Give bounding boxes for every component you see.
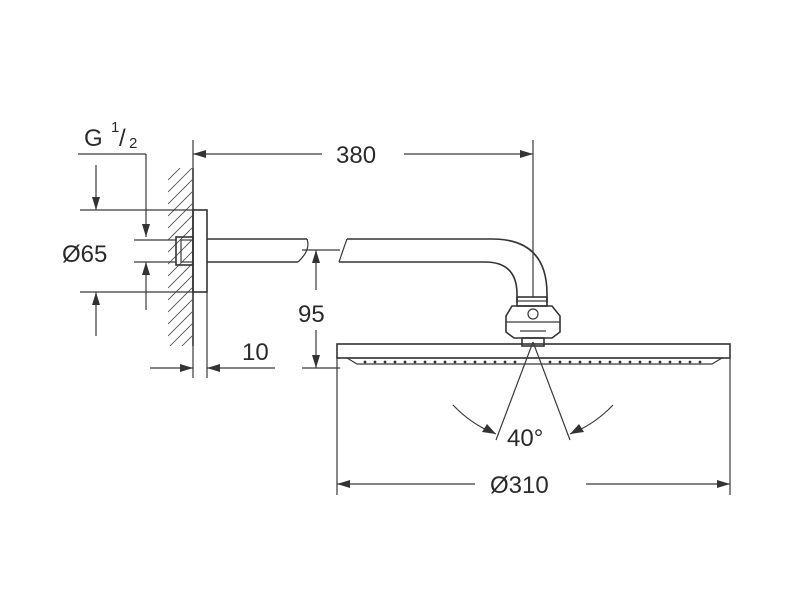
drop-height-label: 95 bbox=[298, 301, 325, 328]
spray-angle-label: 40° bbox=[507, 425, 543, 452]
shower-arm bbox=[207, 238, 548, 303]
wall-offset-label: 10 bbox=[242, 339, 269, 366]
flange-diameter-label: Ø65 bbox=[62, 241, 107, 268]
arm-length-dimension: 380 bbox=[192, 140, 534, 297]
spray-nozzles bbox=[363, 360, 702, 364]
drop-height-dimension: 95 bbox=[298, 249, 340, 369]
flange-diameter-dimension: Ø65 bbox=[62, 165, 193, 336]
wall-flange bbox=[192, 209, 208, 293]
thread-fraction-slash: / bbox=[119, 125, 126, 152]
wall bbox=[168, 168, 194, 346]
ball-joint bbox=[505, 296, 561, 347]
thread-fraction-denominator: 2 bbox=[129, 135, 137, 152]
head-diameter-dimension: Ø310 bbox=[336, 358, 731, 499]
head-diameter-label: Ø310 bbox=[490, 472, 549, 499]
thread-connector bbox=[175, 236, 194, 266]
wall-offset-dimension: 10 bbox=[150, 292, 275, 378]
thread-fraction-numerator: 1 bbox=[111, 119, 119, 136]
wall-hatching bbox=[168, 168, 193, 346]
thread-label: G bbox=[84, 125, 103, 152]
spray-angle-dimension: 40° bbox=[452, 341, 614, 452]
thread-dimension: G 1 / 2 bbox=[78, 119, 150, 237]
arm-length-label: 380 bbox=[336, 142, 376, 169]
